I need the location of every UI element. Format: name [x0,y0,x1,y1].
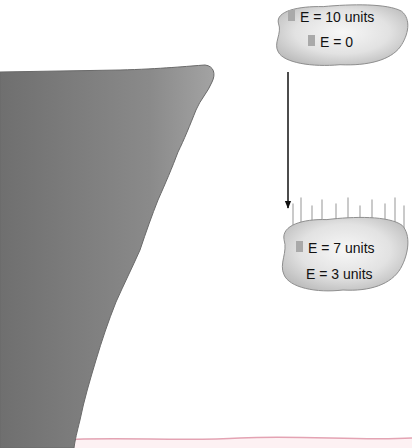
ground [60,437,412,448]
energy-label: E = 7 units [308,240,375,256]
rock-shape [282,217,408,290]
ground-line [60,437,412,440]
rock: E = 7 units E = 3 units [276,214,410,294]
hidden-label-mark [288,10,295,21]
rock: E = 10 units E = 0 [270,2,410,68]
energy-label: E = 10 units [300,9,374,25]
energy-label: E = 0 [320,34,353,50]
hidden-label-mark [296,241,303,252]
motion-arrow [287,72,289,208]
hidden-label-mark [308,35,315,46]
rock-shape [277,5,408,66]
cliff [0,65,214,448]
energy-label: E = 3 units [306,266,373,282]
